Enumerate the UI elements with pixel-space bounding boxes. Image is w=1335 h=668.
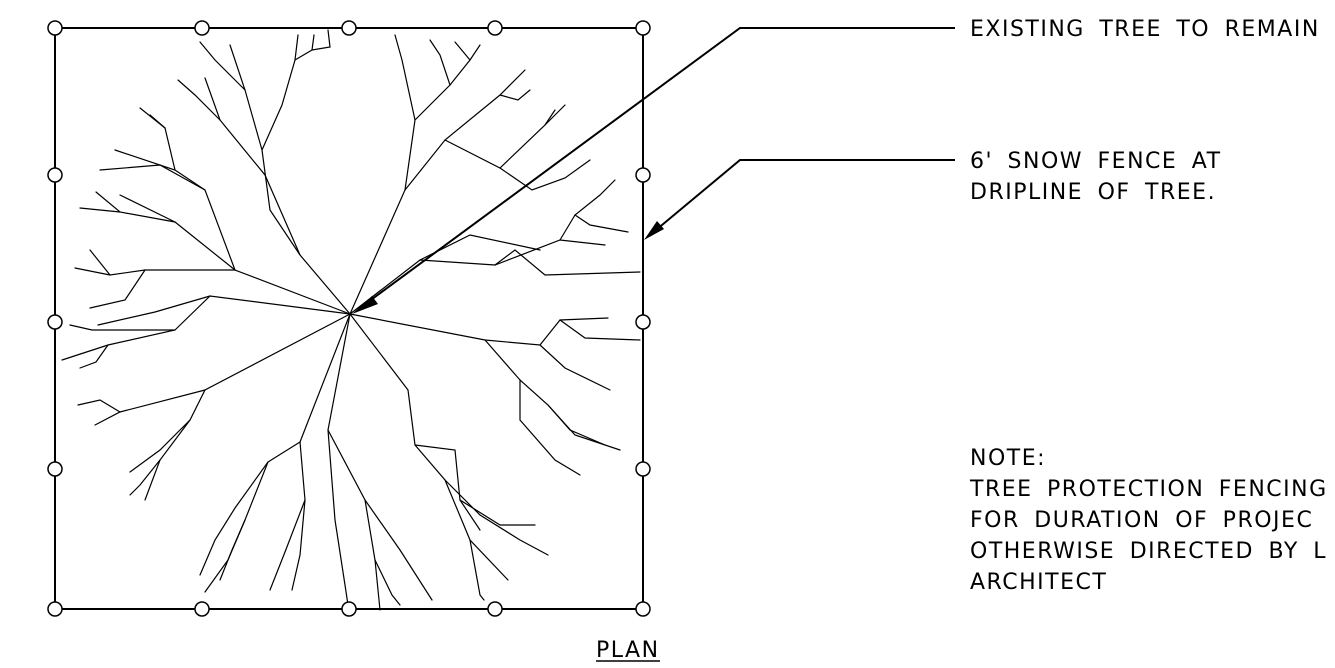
snow-fence-leader-line	[649, 159, 955, 236]
tree-branch	[129, 419, 191, 473]
tree-branch	[327, 429, 349, 606]
fence-post	[47, 314, 63, 330]
tree-branch	[444, 104, 566, 169]
tree-branch	[349, 239, 606, 315]
tree-branch	[311, 29, 331, 51]
tree-branch	[89, 269, 146, 309]
tree-branch	[539, 344, 611, 391]
tree-branch	[291, 499, 306, 591]
note-heading: NOTE:	[970, 446, 1046, 471]
tree-branch	[61, 295, 351, 361]
tree-branch	[429, 39, 451, 86]
tree-branch	[79, 207, 121, 213]
plan-view-label: PLAN	[596, 638, 660, 663]
tree-branch	[544, 109, 556, 126]
tree-branch	[484, 339, 606, 446]
tree-branch	[327, 313, 381, 611]
tree-branch	[574, 214, 629, 233]
fence-post	[47, 461, 63, 477]
tree-branch	[404, 69, 526, 191]
tree-branch	[559, 319, 641, 341]
tree-branch	[499, 89, 531, 101]
tree-branch	[204, 441, 301, 593]
tree-branch	[469, 539, 485, 601]
fence-post	[635, 461, 651, 477]
tree-branch	[129, 459, 161, 496]
tree-branch	[79, 344, 109, 369]
fence-post	[635, 601, 651, 617]
snow-fence-label-line2: DRIPLINE OF TREE.	[970, 180, 1216, 205]
tree-branch	[89, 249, 236, 276]
tree-branch	[69, 324, 176, 331]
tree-branch	[119, 194, 176, 223]
tree-branch	[454, 41, 471, 61]
fence-post	[47, 20, 63, 36]
snow-fence-label-line1: 6' SNOW FENCE AT	[970, 149, 1222, 174]
tree-canopy-branches	[61, 29, 641, 611]
snow-fence-arrowhead	[644, 221, 664, 240]
tree-branch	[97, 295, 211, 326]
existing-tree-arrowhead	[352, 296, 378, 314]
tree-branch	[494, 249, 641, 276]
tree-branch	[459, 499, 536, 526]
fence-post	[341, 20, 357, 36]
fence-post	[194, 601, 210, 617]
tree-branch	[269, 313, 351, 591]
fence-post	[194, 20, 210, 36]
tree-branch	[414, 44, 481, 121]
tree-branch	[364, 499, 433, 601]
tree-branch	[95, 191, 236, 271]
tree-branch	[374, 559, 401, 606]
tree-branch	[414, 444, 481, 531]
existing-tree-label: EXISTING TREE TO REMAIN	[970, 17, 1320, 42]
tree-branch	[144, 313, 351, 501]
existing-tree-leader-line	[359, 27, 955, 309]
note-line-1: TREE PROTECTION FENCING	[969, 477, 1328, 502]
tree-branch	[349, 34, 416, 315]
tree-branch	[204, 77, 301, 256]
fence-post	[47, 601, 63, 617]
tree-branch	[219, 519, 246, 581]
fence-post	[635, 20, 651, 36]
note-line-4: ARCHITECT	[970, 570, 1107, 595]
tree-branch	[99, 164, 206, 191]
fence-post	[487, 20, 503, 36]
tree-branch	[444, 479, 549, 556]
tree-branch	[199, 461, 269, 576]
tree-branch	[559, 179, 616, 241]
tree-branch	[499, 159, 591, 191]
tree-branch	[149, 114, 166, 129]
note-line-3: OTHERWISE DIRECTED BY L	[970, 539, 1327, 564]
fence-post	[47, 167, 63, 183]
tree-branch	[74, 267, 111, 276]
fence-post	[635, 314, 651, 330]
tree-branch	[547, 404, 621, 451]
tree-branch	[177, 79, 221, 121]
tree-branch	[519, 379, 581, 476]
fence-post	[635, 167, 651, 183]
tree-branch	[229, 44, 351, 315]
fence-post	[341, 601, 357, 617]
tree-branch	[349, 313, 609, 346]
fence-post	[487, 601, 503, 617]
tree-branch	[114, 149, 351, 315]
fence-posts	[47, 20, 651, 617]
note-line-2: FOR DURATION OF PROJEC	[970, 508, 1313, 533]
tree-branch	[261, 34, 299, 151]
tree-branch	[77, 399, 121, 413]
tree-branch	[349, 313, 509, 581]
tree-branch	[199, 41, 246, 91]
